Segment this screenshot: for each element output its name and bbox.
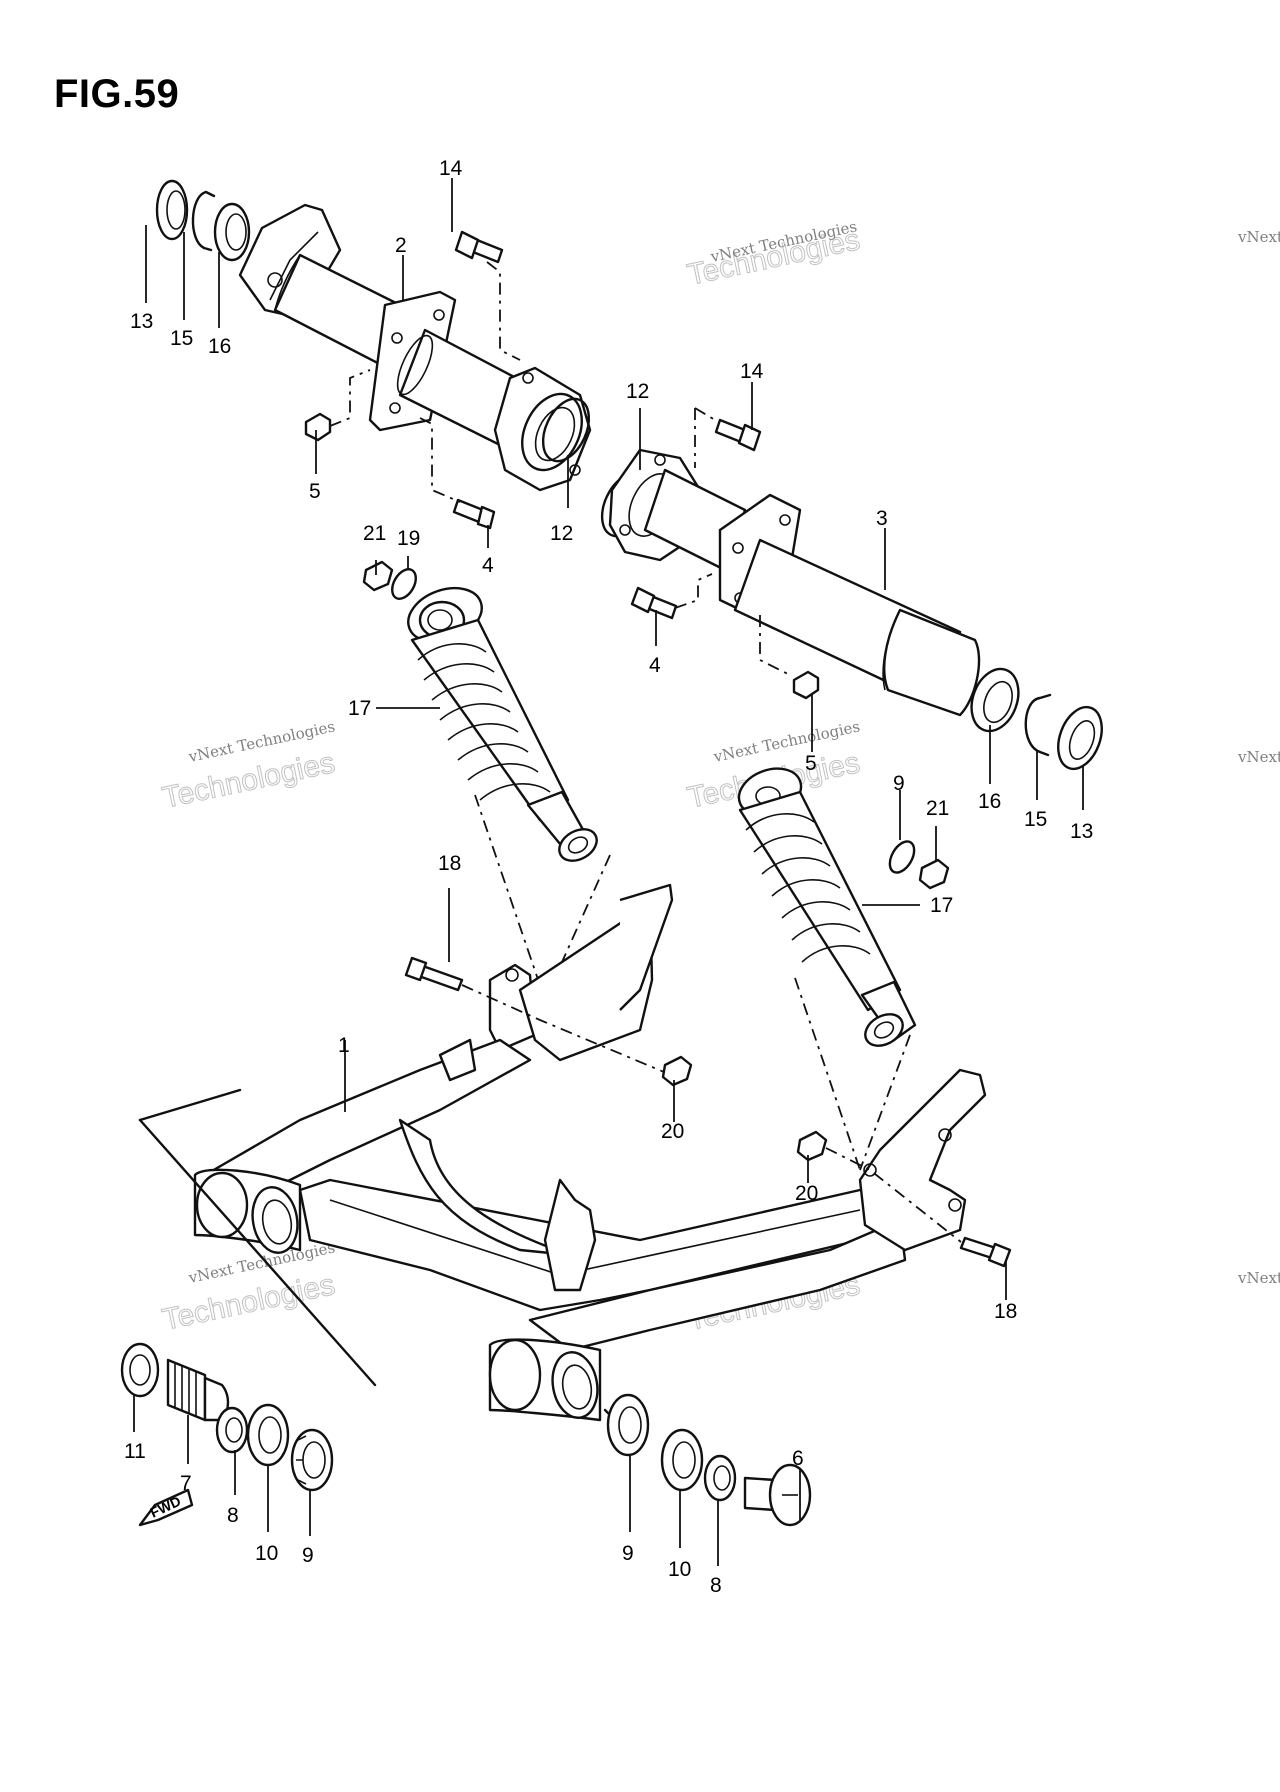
callout-16: 16	[208, 335, 231, 358]
callout-21: 21	[926, 797, 949, 820]
callout-12: 12	[626, 380, 649, 403]
callout-4: 4	[649, 654, 661, 677]
callout-19: 19	[397, 527, 420, 550]
callout-8: 8	[227, 1504, 239, 1527]
callout-19: 9	[893, 772, 905, 795]
figure-title: FIG.59	[54, 72, 180, 116]
callout-18: 18	[438, 852, 461, 875]
right-pivot-parts	[603, 1393, 812, 1527]
callout-11: 11	[124, 1440, 146, 1463]
callout-2: 2	[395, 234, 407, 257]
callout-18: 18	[994, 1300, 1017, 1323]
left-pivot-parts	[120, 1088, 377, 1492]
callout-15: 15	[1024, 808, 1047, 831]
callout-9: 9	[622, 1542, 634, 1565]
watermark-text: Technologies	[160, 746, 338, 815]
callout-13: 13	[130, 310, 153, 333]
watermarks: vNext Technologies Technologies vNext Te…	[159, 217, 1280, 1337]
callout-17: 17	[348, 697, 371, 720]
axle-left-part-2	[155, 179, 592, 530]
callout-17: 17	[930, 894, 953, 917]
swing-arm-part-1	[193, 883, 1012, 1422]
callout-5: 5	[805, 752, 817, 775]
callout-6: 6	[792, 1447, 804, 1470]
callout-15: 15	[170, 327, 193, 350]
callout-3: 3	[876, 507, 888, 530]
callout-8: 8	[710, 1574, 722, 1597]
shock-absorber-right	[737, 767, 950, 1047]
callout-20: 20	[795, 1182, 818, 1205]
fwd-arrow-icon: FWD	[138, 1488, 194, 1527]
callout-4: 4	[482, 554, 494, 577]
callout-7: 7	[180, 1472, 192, 1495]
callout-14: 14	[740, 360, 764, 383]
watermark-text: vNext	[1237, 228, 1280, 246]
axle-right-part-3	[600, 418, 1103, 771]
callout-numbers: 13 15 16 2 14 5 12 4 12 14 3 4 5 16 15 1…	[124, 157, 1093, 1597]
watermark-text: vNext	[1237, 1269, 1280, 1287]
callout-10: 10	[255, 1542, 278, 1565]
watermark-text: Technologies	[160, 1268, 338, 1337]
shock-absorber-left	[362, 560, 598, 862]
watermark-text: Technologies	[685, 223, 863, 292]
callout-10: 10	[668, 1558, 691, 1581]
callout-13: 13	[1070, 820, 1093, 843]
callout-5: 5	[309, 480, 321, 503]
watermark-text: vNext	[1237, 748, 1280, 766]
callout-20: 20	[661, 1120, 684, 1143]
callout-21: 21	[363, 522, 386, 545]
callout-12: 12	[550, 522, 573, 545]
callout-14: 14	[439, 157, 463, 180]
callout-9: 9	[302, 1544, 314, 1567]
callout-1: 1	[338, 1034, 350, 1057]
callout-16: 16	[978, 790, 1001, 813]
leader-lines	[133, 178, 1084, 1566]
